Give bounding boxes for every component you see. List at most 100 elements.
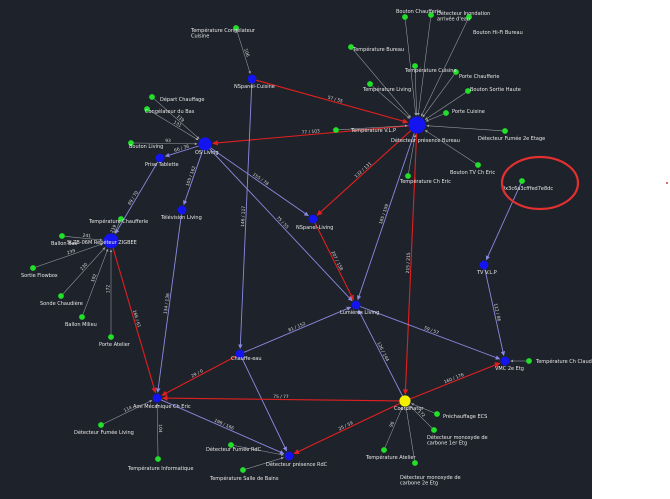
- link-bouton-hifi-to-det-presence-bureau: [420, 19, 468, 117]
- node-det-presence-bureau[interactable]: [408, 116, 426, 134]
- link-coordinator-to-vmc-2e: [409, 362, 501, 400]
- link-det-fumee-rdc-to-det-presence-rdc: [233, 445, 284, 456]
- node-det-fumee-rdc[interactable]: [228, 442, 234, 448]
- node-prise-tablette[interactable]: [155, 153, 165, 163]
- node-depart-chauffage[interactable]: [149, 94, 155, 100]
- link-os-living-to-nspanel-living: [210, 147, 309, 217]
- link-label: 192: [90, 273, 99, 283]
- node-label-temp-informatique: Température Informatique: [127, 465, 193, 472]
- link-temp-cuisine-to-det-presence-bureau: [414, 68, 418, 116]
- node-temp-ch-claudie[interactable]: [526, 358, 532, 364]
- link-temp-sdb-to-det-presence-rdc: [245, 457, 284, 470]
- node-sonde-chaudiere[interactable]: [58, 293, 64, 299]
- node-congel-bas[interactable]: [144, 106, 150, 112]
- node-vmc-2e[interactable]: [500, 356, 510, 366]
- link-nspanel-cuisine-to-det-presence-bureau: [256, 79, 409, 124]
- link-nspanel-cuisine-to-chauffe-eau: [238, 83, 253, 349]
- link-label: 119: [175, 114, 185, 124]
- node-det-fumee-2e[interactable]: [502, 128, 508, 134]
- node-nspanel-living[interactable]: [308, 214, 318, 224]
- node-det-co-2e[interactable]: [412, 460, 418, 466]
- node-temp-cuisine[interactable]: [412, 63, 418, 69]
- node-bouton-hifi[interactable]: [466, 14, 472, 20]
- link-label: 104: [157, 424, 163, 433]
- node-label-porte-atelier: Porte Atelier: [99, 342, 131, 348]
- node-label-ami-ch-eric: Ami Mécanique Ch Eric: [133, 403, 191, 410]
- node-temp-informatique[interactable]: [155, 456, 161, 462]
- node-lumieres-living[interactable]: [351, 300, 361, 310]
- node-os-living[interactable]: [198, 137, 212, 151]
- node-chauffe-eau[interactable]: [235, 349, 245, 359]
- node-label-coordinator: Coordinator: [394, 406, 424, 412]
- node-nspanel-cuisine[interactable]: [247, 74, 257, 84]
- node-porte-chaufferie[interactable]: [453, 69, 459, 75]
- node-temp-vlp[interactable]: [333, 127, 339, 133]
- link-tv-vlp-to-vmc-2e: [484, 269, 506, 356]
- link-temp-living-to-det-presence-bureau: [372, 85, 410, 119]
- node-label-temp-sdb: Température Salle de Bains: [209, 475, 279, 482]
- nodes-layer: [30, 12, 532, 473]
- node-tv-vlp[interactable]: [479, 260, 489, 270]
- node-temp-bureau[interactable]: [348, 44, 354, 50]
- node-det-inondation[interactable]: [428, 12, 434, 18]
- link-det-fumee-living-to-ami-ch-eric: [103, 400, 153, 424]
- link-bouton-tv-ch-eric-to-det-presence-bureau: [424, 130, 476, 164]
- node-ami-ch-eric[interactable]: [152, 393, 162, 403]
- node-unknown-hex[interactable]: [519, 178, 525, 184]
- link-label: 230: [79, 262, 89, 272]
- link-temp-informatique-to-ami-ch-eric: [155, 403, 159, 457]
- node-porte-atelier[interactable]: [108, 334, 114, 340]
- node-temp-congel-cuisine[interactable]: [233, 25, 239, 31]
- node-label-porte-cuisine: Porte Cuisine: [452, 109, 485, 115]
- node-label-temp-ch-eric: Température Ch Eric: [399, 178, 451, 185]
- node-temp-living[interactable]: [367, 81, 373, 87]
- node-det-fumee-living[interactable]: [98, 422, 104, 428]
- hand-drawn-circle-annotation: [500, 155, 580, 211]
- node-ballon-milieu[interactable]: [79, 314, 85, 320]
- node-temp-sdb[interactable]: [240, 467, 246, 473]
- link-label: 146 / 117: [240, 206, 247, 227]
- node-label-temp-living: Température Living: [362, 86, 411, 93]
- node-label-slzb-repeater: SLZB-06M Répéteur ZIGBEE: [67, 239, 137, 246]
- node-temp-chaufferie[interactable]: [118, 216, 124, 222]
- node-bouton-tv-ch-eric[interactable]: [475, 162, 481, 168]
- node-ballon-bas[interactable]: [59, 233, 65, 239]
- node-label-temp-vlp: Température V.L.P: [350, 127, 396, 134]
- node-label-ballon-milieu: Ballon Milieu: [65, 322, 97, 328]
- node-sortie-flowbox[interactable]: [30, 265, 36, 271]
- link-nspanel-living-to-lumieres-living: [314, 222, 354, 301]
- node-temp-atelier[interactable]: [381, 447, 387, 453]
- node-label-det-presence-bureau: Détecteur présence Bureau: [391, 137, 460, 144]
- node-coordinator[interactable]: [399, 395, 411, 407]
- node-label-ballon-bas: Ballon Bas: [51, 241, 78, 247]
- link-label: 93: [165, 138, 171, 144]
- node-det-co-1er[interactable]: [431, 427, 437, 433]
- node-porte-cuisine[interactable]: [443, 110, 449, 116]
- link-temp-congel-cuisine-to-nspanel-cuisine: [236, 30, 251, 74]
- link-det-presence-bureau-to-nspanel-living: [316, 130, 412, 216]
- node-bouton-sortie-haute[interactable]: [465, 88, 471, 94]
- link-ballon-bas-to-slzb-repeater: [64, 236, 103, 242]
- node-temp-ch-eric[interactable]: [405, 173, 411, 179]
- node-bouton-chaufferie[interactable]: [402, 14, 408, 20]
- node-television-living[interactable]: [177, 205, 187, 215]
- link-label: 172: [106, 285, 112, 294]
- link-det-fumee-2e-to-det-presence-bureau: [426, 124, 503, 132]
- node-label-sonde-chaudiere: Sonde Chaudière: [40, 300, 83, 307]
- node-det-presence-rdc[interactable]: [284, 451, 294, 461]
- link-chauffe-eau-to-det-presence-rdc: [241, 357, 288, 452]
- node-label-temp-ch-claudie: Température Ch Claudie: [535, 358, 592, 365]
- node-prechauffage-ecs[interactable]: [434, 411, 440, 417]
- node-label-det-fumee-rdc: Détecteur Fumée RdC: [206, 446, 262, 453]
- link-label: 77 / 103: [301, 128, 320, 136]
- link-det-presence-bureau-to-os-living: [212, 125, 409, 146]
- node-slzb-repeater[interactable]: [103, 233, 119, 249]
- node-bouton-living[interactable]: [128, 140, 134, 146]
- link-label: 134 / 136: [163, 293, 172, 315]
- link-label: 25 / 59: [338, 420, 355, 432]
